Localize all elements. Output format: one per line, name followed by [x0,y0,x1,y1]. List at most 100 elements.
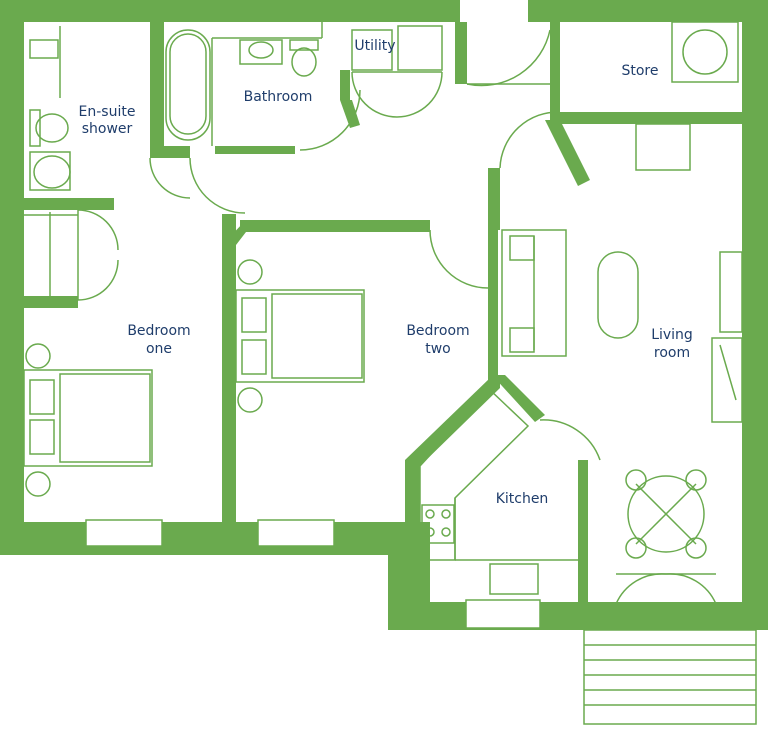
door-bedroom-two [429,229,489,289]
hob-ring-b [441,509,451,519]
balcony-deck [583,629,757,725]
bed-duvet [59,373,151,463]
hob-ring-c [425,527,435,537]
basin-icon [239,39,283,65]
door-kitchen [539,419,601,461]
dryer-icon [397,25,443,71]
wall-bath-bottom-l [150,146,190,158]
shower-icon [29,39,59,59]
wall-bedroom-two-top [240,220,430,232]
door-bedroom-one [77,209,119,251]
wall-hall-right-a [488,168,500,230]
lamp-line [719,344,737,401]
wall-kitchen-diag2 [492,375,545,422]
wall-bed2-living [488,230,498,380]
double-bed-two [235,289,365,383]
toilet-icon [289,39,319,51]
chair-a [625,469,647,491]
label-ensuite-2: shower [82,121,133,137]
wall-utility-diag [340,100,360,128]
basin-bowl [248,41,274,59]
kitchen-worktop [419,388,530,561]
sofa-icon [501,229,567,357]
tv-unit-icon [719,251,743,333]
wall-store-bottom [552,112,742,124]
lamp-icon [25,343,51,369]
hob-ring-a [425,509,435,519]
door-hall [499,111,561,169]
lamp-icon-d [237,387,263,413]
door-bath [189,157,246,214]
ensuite-cistern [29,109,41,147]
wall-ensuite-bottom [24,198,114,210]
boiler-icon [682,29,728,75]
lamp-icon-c [237,259,263,285]
room-labels: En-suite shower Bathroom Utility Store B… [79,38,693,507]
wall-living-bottom [585,602,768,630]
ensuite-basin-surround [29,151,71,191]
label-utility: Utility [354,38,395,54]
label-living-2: room [654,345,690,361]
chair-c [625,537,647,559]
label-bathroom: Bathroom [244,89,313,105]
wall-top-left [0,0,460,22]
ensuite-basin-icon [33,155,71,189]
balcony-door-l [615,573,667,605]
toilet-bowl [291,47,317,77]
fixtures [23,21,757,725]
utility-door-l [351,71,398,118]
cushion-a [509,235,535,261]
armchair-icon [635,123,691,171]
walls [0,0,768,630]
window-bed-one [85,519,163,547]
label-ensuite-1: En-suite [79,104,136,120]
chair-d [685,537,707,559]
pillow-b [29,419,55,455]
pillow-d [241,339,267,375]
label-bedroom-one-1: Bedroom [127,323,190,339]
window-bed-two [257,519,335,547]
door-ensuite [149,157,191,199]
wall-top-right [528,0,768,22]
wall-bath-bottom-r [215,146,295,154]
cushion-b [509,327,535,353]
wall-store-left [550,22,560,124]
dining-table-icon [627,475,705,553]
bath-icon [165,29,211,141]
wall-kitchen-diag [405,378,500,522]
label-bedroom-two-2: two [425,341,451,357]
washer-icon [351,29,393,71]
ensuite-toilet-icon [35,113,69,143]
pillow-c [241,297,267,333]
window-kitchen [465,599,541,629]
wall-bottom-bedrooms [0,522,410,555]
label-store: Store [621,63,658,79]
wall-entry-left [455,22,467,84]
pillow-a [29,379,55,415]
wall-wardrobe-bottom [24,296,78,308]
door-bedroom-one-b [77,259,119,301]
sideboard-icon [711,337,743,423]
label-bedroom-one-2: one [146,341,172,357]
hob-ring-d [441,527,451,537]
label-bedroom-two-1: Bedroom [406,323,469,339]
door-entry [466,29,551,87]
wall-kitchen-living [578,460,588,630]
wall-utility-left [340,70,350,100]
chair-b [685,469,707,491]
wall-bedrooms-divider [222,214,236,524]
store-box [671,21,739,83]
door-bathroom [299,89,361,151]
bed-two-duvet [271,293,363,379]
dining-cross-b [635,483,697,545]
bath-inner [169,33,207,135]
lamp-icon-b [25,471,51,497]
wall-left [0,0,24,555]
coffee-table-icon [597,251,639,339]
wall-right [742,0,768,630]
hob-icon [421,504,455,544]
label-kitchen: Kitchen [496,491,549,507]
balcony-door-r [665,573,717,605]
